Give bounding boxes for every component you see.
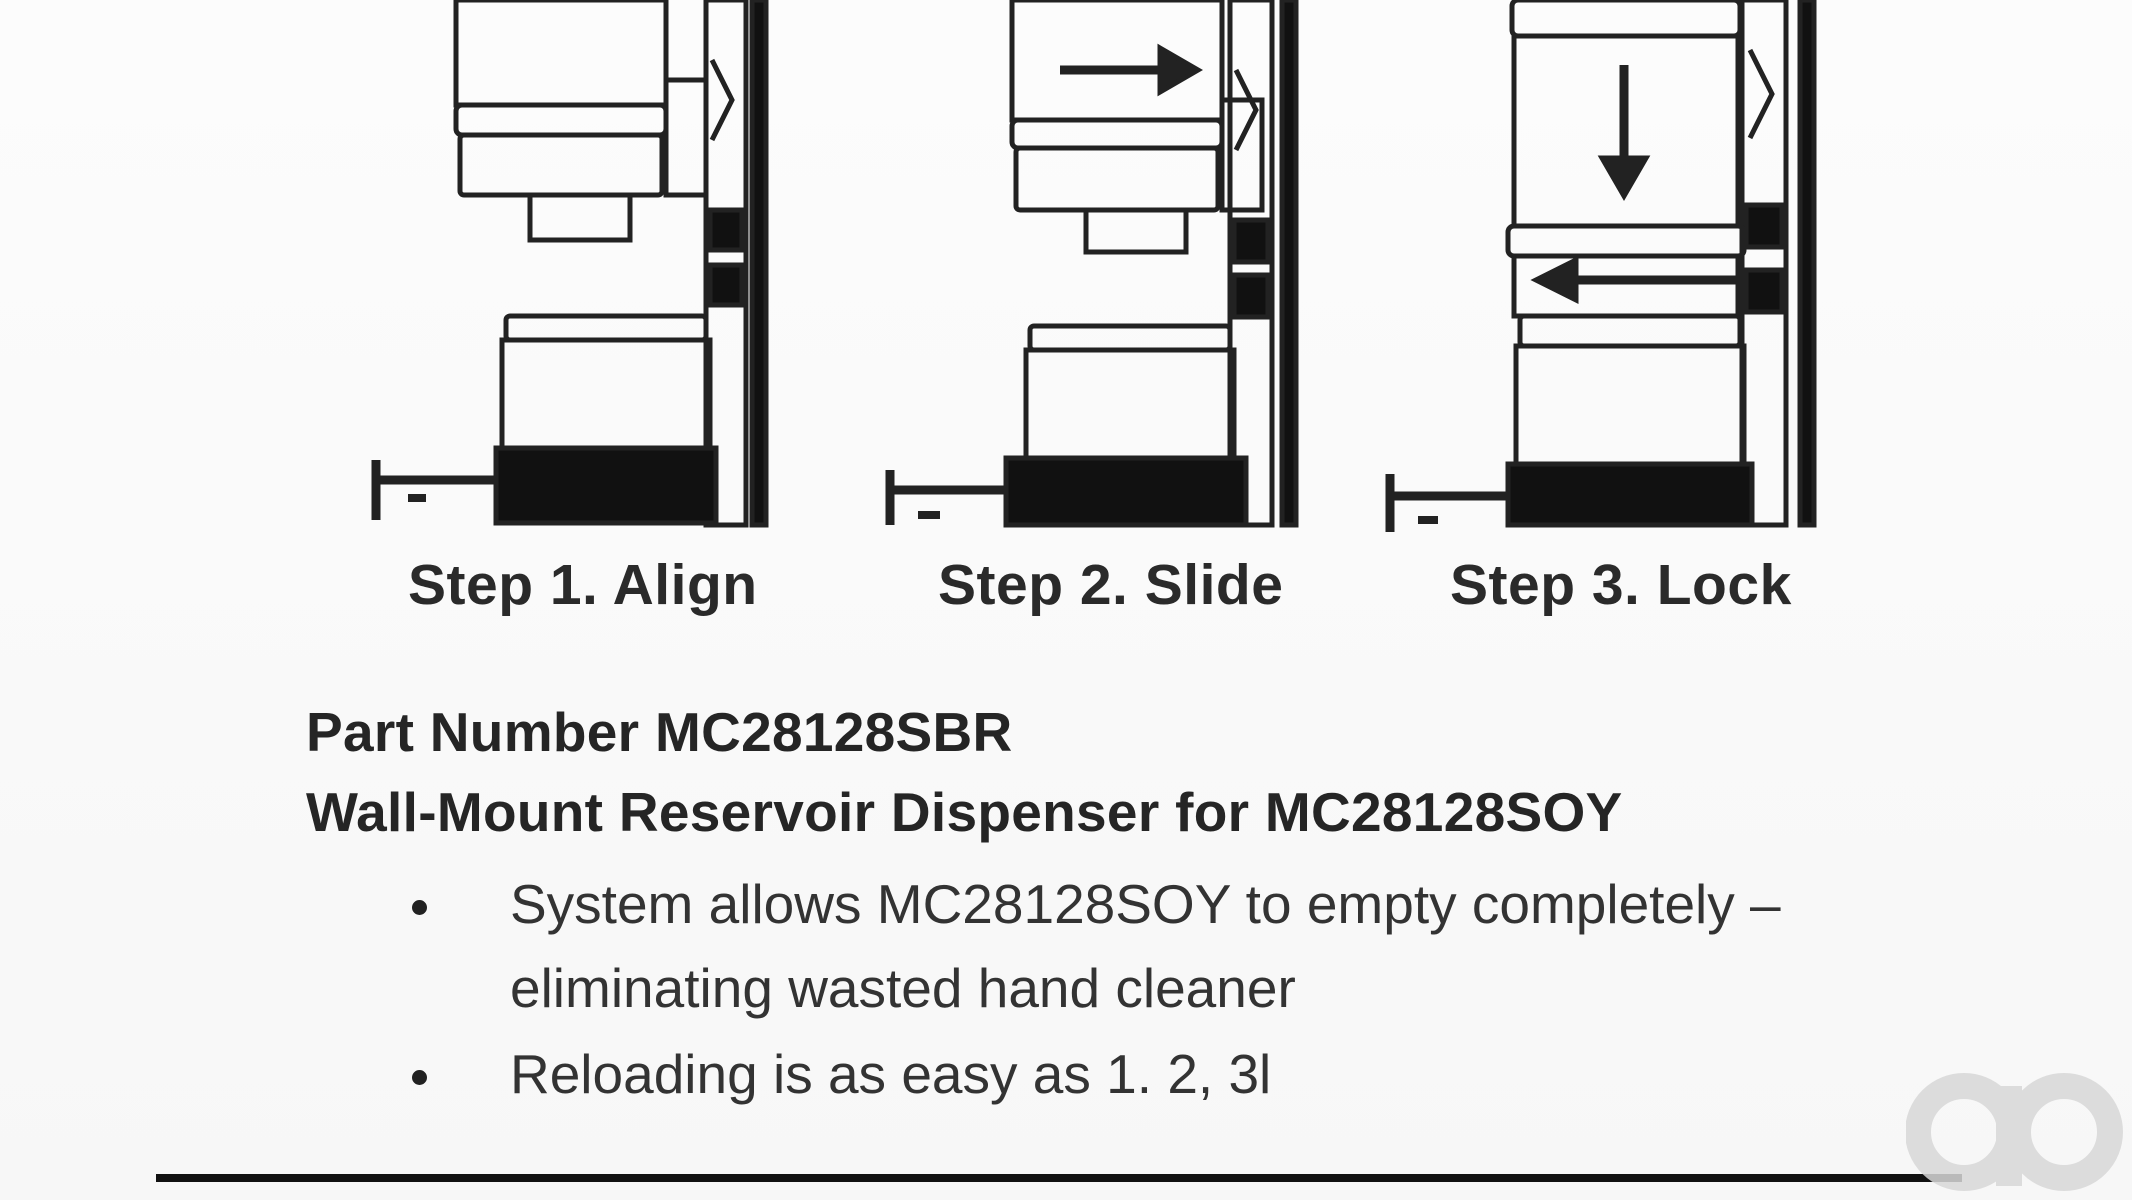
step-3-illustration xyxy=(1385,0,1817,532)
bullet-icon xyxy=(412,1070,427,1085)
feature-text: Reloading is as easy as 1. 2, 3l xyxy=(510,1043,1272,1105)
list-item: Reloading is as easy as 1. 2, 3l xyxy=(412,1032,2012,1116)
step-2-illustration xyxy=(885,0,1299,528)
step-3-label: Step 3. Lock xyxy=(1450,553,1792,617)
step-2-label: Step 2. Slide xyxy=(938,553,1284,617)
bullet-icon xyxy=(412,900,427,915)
installation-steps-diagram: Step 1. Align Step 2. Slide Step 3. Lock xyxy=(371,0,1817,617)
product-title-heading: Wall-Mount Reservoir Dispenser for MC281… xyxy=(306,781,1623,843)
part-number-heading: Part Number MC28128SBR xyxy=(306,701,1013,763)
feature-list: System allows MC28128SOY to empty comple… xyxy=(412,862,2012,1118)
watermark-logo xyxy=(1906,1073,2123,1191)
steps-illustration xyxy=(371,0,1817,532)
horizontal-rule xyxy=(156,1174,1962,1182)
list-item: System allows MC28128SOY to empty comple… xyxy=(412,862,2012,1030)
step-1-illustration xyxy=(371,0,769,528)
step-1-label: Step 1. Align xyxy=(408,553,758,617)
feature-text: System allows MC28128SOY to empty comple… xyxy=(510,873,1781,1019)
